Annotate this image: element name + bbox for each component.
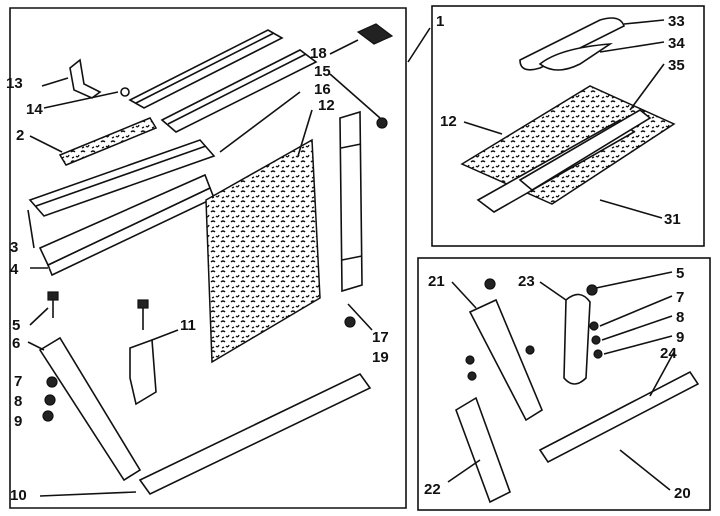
mount-callout-8: 8	[676, 309, 684, 326]
mount-callout-9: 9	[676, 329, 684, 346]
bracket-13	[69, 58, 102, 99]
callout-8: 8	[14, 393, 22, 410]
side-post	[339, 110, 363, 293]
bolt-5b	[137, 299, 149, 330]
kit-leaders	[463, 19, 665, 219]
seal-loop-33	[519, 17, 625, 71]
mount-callout-7: 7	[676, 289, 684, 306]
callout-9: 9	[14, 413, 22, 430]
callout-10: 10	[10, 487, 27, 504]
kit-callout-35: 35	[668, 57, 685, 74]
mount-bracket-21	[468, 298, 544, 422]
callout-4: 4	[10, 261, 19, 278]
top-rail-upper	[128, 29, 284, 109]
screw-14	[120, 87, 130, 97]
mount-strap-23	[563, 293, 591, 385]
bracket-11	[129, 338, 157, 406]
mount-leaders	[447, 271, 675, 491]
nut-9	[42, 410, 54, 422]
callout-12: 12	[318, 97, 335, 114]
callout-6: 6	[12, 335, 20, 352]
top-rail-lower	[160, 49, 318, 133]
callout-1: 1	[436, 13, 444, 30]
bolt-5	[47, 291, 59, 318]
callout-16: 16	[314, 81, 331, 98]
pad-18	[356, 23, 394, 45]
inset-kit-box	[431, 5, 705, 247]
callout-14: 14	[26, 101, 43, 118]
kit-plate	[460, 85, 676, 213]
inset-mount-box	[417, 257, 711, 511]
kit-callout-31: 31	[664, 211, 681, 228]
callout-11: 11	[180, 317, 196, 334]
callout-19: 19	[372, 349, 389, 366]
mount-callout-20: 20	[674, 485, 691, 502]
callout-15: 15	[314, 63, 331, 80]
screw-15	[376, 117, 388, 129]
leg-6	[38, 336, 142, 482]
leader-lines	[27, 27, 431, 497]
mount-arm-22	[455, 396, 511, 504]
washer-7	[46, 376, 58, 388]
callout-2: 2	[16, 127, 24, 144]
seal-34	[538, 42, 614, 71]
rail-3	[28, 139, 216, 217]
mount-callout-5: 5	[676, 265, 684, 282]
kit-callout-33: 33	[668, 13, 685, 30]
callout-7: 7	[14, 373, 22, 390]
mount-fasteners	[465, 278, 603, 381]
seal-strip-2	[58, 117, 158, 166]
mount-callout-21: 21	[428, 273, 445, 290]
mount-rail-24	[538, 370, 700, 464]
mount-callout-23: 23	[518, 273, 535, 290]
main-frame	[9, 7, 407, 509]
callout-18: 18	[310, 45, 327, 62]
rail-10	[138, 372, 372, 496]
filter-panel	[205, 138, 321, 364]
screw-19	[344, 316, 356, 328]
rail-4	[38, 173, 216, 277]
callout-13: 13	[6, 75, 23, 92]
callout-17: 17	[372, 329, 389, 346]
mount-callout-24: 24	[660, 345, 677, 362]
kit-callout-12: 12	[440, 113, 457, 130]
mount-callout-22: 22	[424, 481, 441, 498]
washer-8	[44, 394, 56, 406]
callout-3: 3	[10, 239, 18, 256]
kit-callout-34: 34	[668, 35, 685, 52]
callout-5: 5	[12, 317, 20, 334]
